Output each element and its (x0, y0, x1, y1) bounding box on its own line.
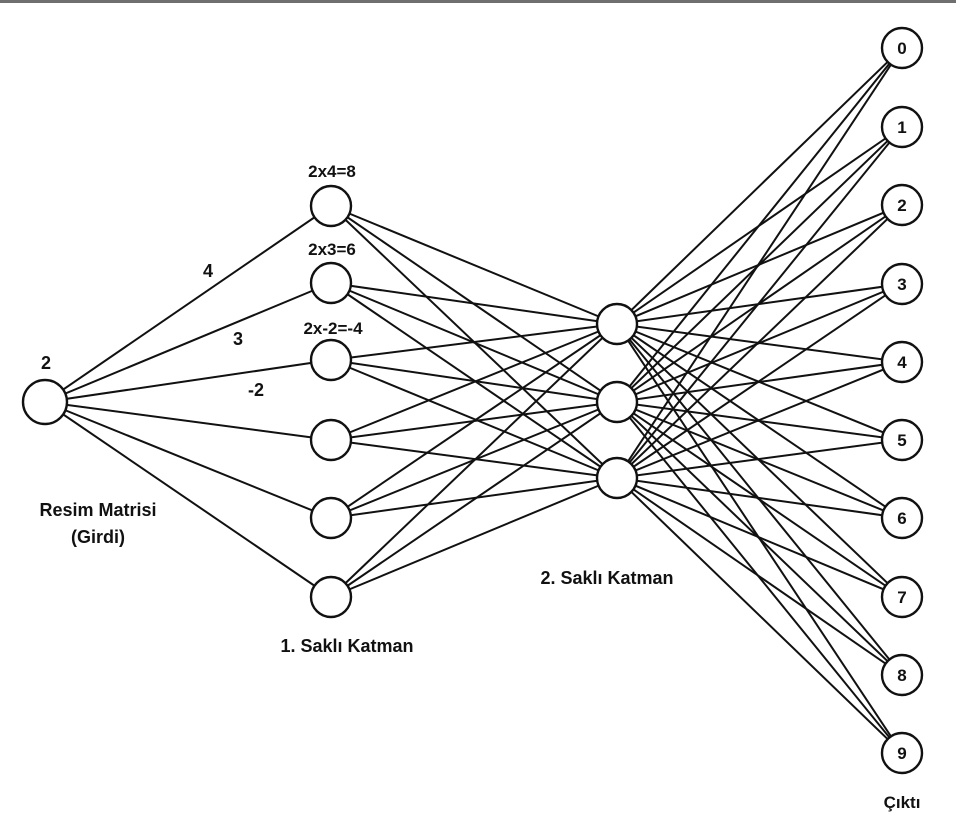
output-digit-9: 9 (897, 744, 906, 763)
hidden1-node-5 (309, 496, 353, 540)
connection-l1-2-2 (330, 359, 618, 479)
product-label-2: 2x3=6 (308, 240, 356, 259)
input-value-label: 2 (41, 353, 51, 373)
weight-label-3: -2 (248, 380, 264, 400)
output-node-9 (880, 731, 924, 775)
hidden1-caption: 1. Saklı Katman (280, 636, 413, 656)
hidden2-node-2 (595, 380, 639, 424)
connections (44, 47, 903, 754)
output-digit-8: 8 (897, 666, 906, 685)
connection-l2-1-0 (616, 47, 903, 403)
output-node-5 (880, 418, 924, 462)
output-node-6 (880, 496, 924, 540)
connection-l0-0-5 (44, 401, 332, 598)
connection-l1-2-0 (330, 323, 618, 361)
hidden2-caption: 2. Saklı Katman (540, 568, 673, 588)
connection-l0-0-2 (44, 359, 332, 403)
output-node-3 (880, 262, 924, 306)
connection-l1-4-2 (330, 477, 618, 519)
connection-l1-5-1 (330, 401, 618, 598)
labels: 2 Resim Matrisi (Girdi) 4 3 -2 2x4=8 2x3… (39, 39, 920, 812)
top-rule (0, 0, 956, 3)
output-digit-4: 4 (897, 353, 907, 372)
connection-l2-2-1 (616, 126, 903, 479)
connection-l1-5-2 (330, 477, 618, 598)
hidden1-node-1 (309, 184, 353, 228)
neurons (21, 26, 924, 775)
connection-l1-3-0 (330, 323, 618, 441)
product-label-3: 2x-2=-4 (303, 319, 363, 338)
output-caption: Çıktı (884, 793, 921, 812)
connection-l2-2-8 (616, 477, 903, 676)
connection-l1-5-0 (330, 323, 618, 598)
hidden1-node-6 (309, 575, 353, 619)
product-label-1: 2x4=8 (308, 162, 356, 181)
hidden2-node-1 (595, 302, 639, 346)
output-digit-5: 5 (897, 431, 906, 450)
input-node (21, 378, 69, 426)
output-digit-3: 3 (897, 275, 906, 294)
output-node-4 (880, 340, 924, 384)
output-node-0 (880, 26, 924, 70)
weight-label-2: 3 (233, 329, 243, 349)
output-digit-1: 1 (897, 118, 906, 137)
hidden2-node-3 (595, 456, 639, 500)
connection-l2-2-9 (616, 477, 903, 754)
hidden1-node-4 (309, 418, 353, 462)
connection-l0-0-1 (44, 282, 332, 403)
connection-l2-2-6 (616, 477, 903, 519)
output-digit-7: 7 (897, 588, 906, 607)
connection-l2-2-0 (616, 47, 903, 479)
input-caption-line1: Resim Matrisi (39, 500, 156, 520)
hidden1-node-3 (309, 338, 353, 382)
connection-l2-2-4 (616, 361, 903, 479)
connection-l2-2-7 (616, 477, 903, 598)
output-node-1 (880, 105, 924, 149)
connection-l1-4-0 (330, 323, 618, 519)
weight-label-1: 4 (203, 261, 213, 281)
connection-l0-0-4 (44, 401, 332, 519)
connection-l1-1-0 (330, 282, 618, 325)
connection-l2-2-5 (616, 439, 903, 479)
connection-l2-2-3 (616, 283, 903, 479)
output-node-8 (880, 653, 924, 697)
output-digit-0: 0 (897, 39, 906, 58)
connection-l0-0-0 (44, 205, 332, 403)
output-digit-2: 2 (897, 196, 906, 215)
connection-l2-1-7 (616, 401, 903, 598)
connection-l2-1-3 (616, 283, 903, 403)
output-digit-6: 6 (897, 509, 906, 528)
output-node-2 (880, 183, 924, 227)
input-caption-line2: (Girdi) (71, 527, 125, 547)
connection-l2-0-0 (616, 47, 903, 325)
hidden1-node-2 (309, 261, 353, 305)
output-node-7 (880, 575, 924, 619)
connection-l2-2-2 (616, 204, 903, 479)
connection-l1-0-0 (330, 205, 618, 325)
connection-l0-0-3 (44, 401, 332, 441)
